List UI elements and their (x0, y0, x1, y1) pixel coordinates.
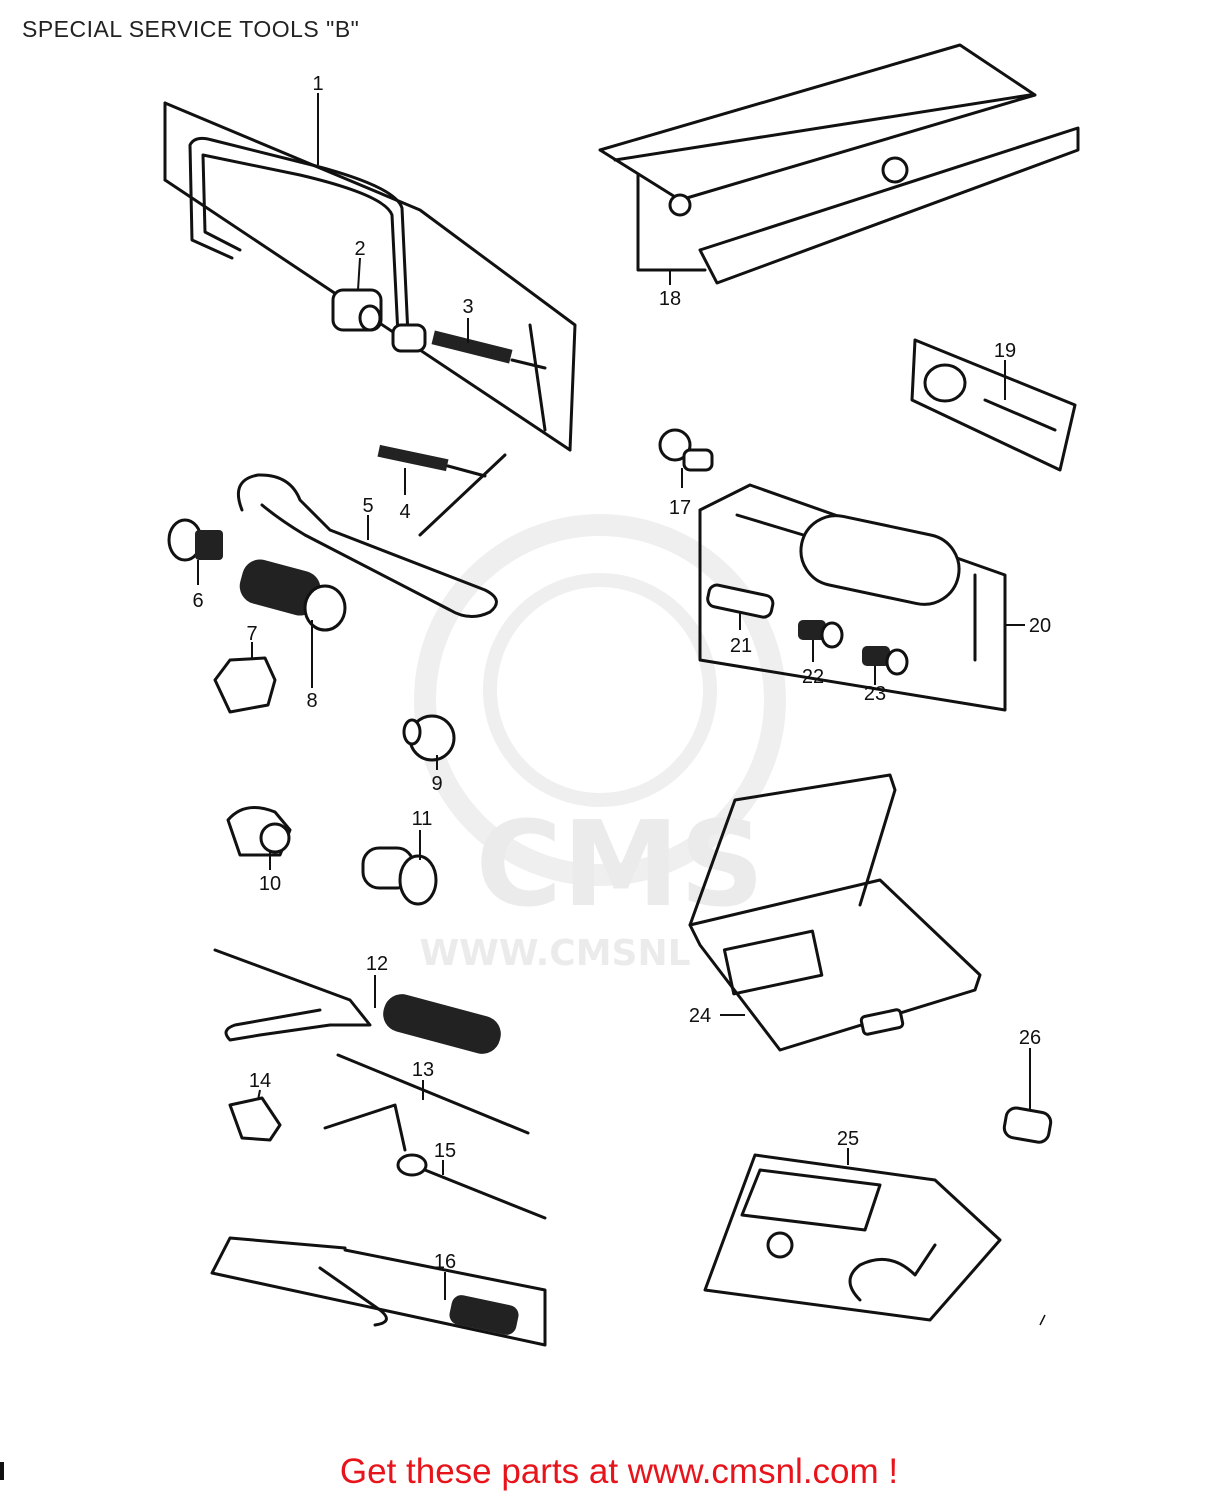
callout-3: 3 (462, 296, 473, 318)
part-14-cap (228, 1096, 282, 1142)
callout-26: 26 (1019, 1027, 1041, 1049)
callout-labels: 1 2 3 4 5 6 7 8 9 10 11 12 13 14 15 16 1… (192, 73, 1051, 1273)
callout-2: 2 (354, 238, 365, 260)
scan-mark (1039, 1314, 1046, 1326)
part-22-adapter (798, 620, 844, 649)
part-9-collar (402, 714, 456, 762)
callout-10: 10 (259, 873, 281, 895)
callout-25: 25 (837, 1128, 859, 1150)
part-6-plug (167, 518, 223, 562)
part-13-wire (336, 1053, 530, 1135)
part-2-adapter (331, 288, 383, 332)
edge-mark (0, 1462, 4, 1480)
callout-23: 23 (864, 683, 886, 705)
footer-cta[interactable]: Get these parts at www.cmsnl.com ! (339, 1452, 899, 1491)
callout-22: 22 (802, 666, 824, 688)
leader-lines (197, 93, 1031, 1300)
callout-12: 12 (366, 953, 388, 975)
callout-5: 5 (362, 495, 373, 517)
part-16-tool-set (210, 1236, 547, 1347)
part-7-driver-head (213, 656, 277, 714)
part-23-adapter (862, 646, 909, 676)
callout-11: 11 (412, 808, 433, 830)
part-24-tester-case (688, 773, 982, 1052)
callout-7: 7 (246, 623, 257, 645)
callout-21: 21 (730, 635, 752, 657)
part-8-knurled-driver (239, 559, 347, 632)
part-19-bolt-set (910, 338, 1077, 472)
callout-16: 16 (434, 1251, 456, 1273)
part-17-adapter-fitting (658, 428, 714, 472)
callout-20: 20 (1029, 615, 1051, 637)
part-25-multimeter (703, 1153, 1002, 1322)
part-10-bearing-driver (226, 806, 292, 857)
part-26-nut (1002, 1106, 1053, 1144)
part-1-bearing-puller-set (163, 101, 577, 452)
callout-14: 14 (249, 1070, 271, 1092)
callout-19: 19 (994, 340, 1016, 362)
callout-6: 6 (192, 590, 203, 612)
callout-4: 4 (399, 501, 410, 523)
callout-18: 18 (659, 288, 681, 310)
watermark-brand: CMS (475, 795, 764, 933)
callout-13: 13 (412, 1059, 434, 1081)
callout-15: 15 (434, 1140, 456, 1162)
part-4-t-handle (377, 444, 507, 537)
callout-24: 24 (689, 1005, 711, 1027)
callout-1: 1 (312, 73, 323, 95)
part-21-adapter (706, 583, 775, 619)
cms-watermark: CMS WWW.CMSNL (414, 514, 786, 974)
part-5-hook-spanner (237, 473, 498, 618)
callout-17: 17 (669, 497, 691, 519)
part-18-engine-stand (598, 43, 1080, 285)
callout-8: 8 (306, 690, 317, 712)
part-20-slide-hammer (698, 483, 1007, 712)
part-15-screwdriver (323, 1103, 547, 1220)
part-11-installer (361, 846, 438, 906)
part-12-pliers (213, 948, 501, 1054)
part-3-puller-bolt (431, 323, 547, 432)
watermark-url: WWW.CMSNL (419, 933, 690, 974)
page-title: SPECIAL SERVICE TOOLS "B" (22, 16, 360, 42)
callout-9: 9 (431, 773, 442, 795)
